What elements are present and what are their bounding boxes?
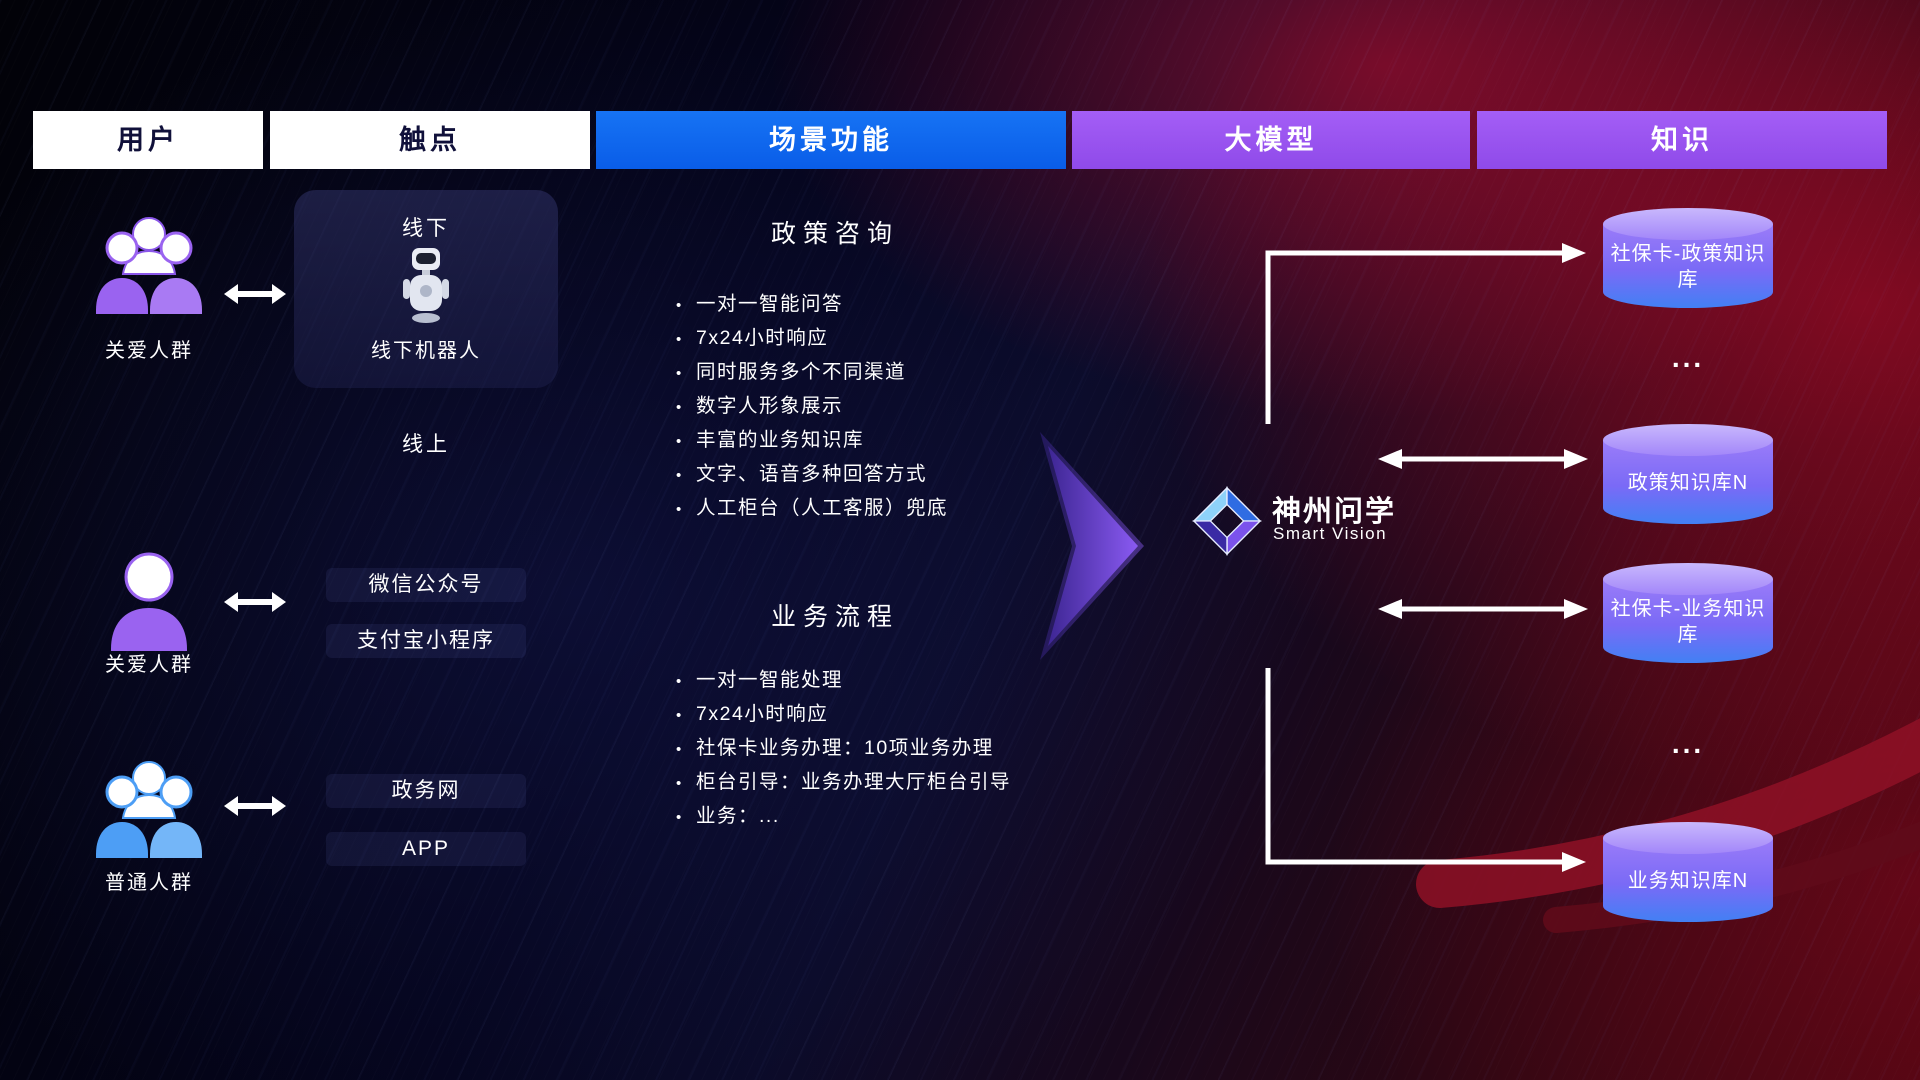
feature-item: 7x24小时响应 xyxy=(676,322,948,356)
user-group-icon xyxy=(96,217,202,314)
database-icon xyxy=(1603,563,1773,663)
feature-item: 社保卡业务办理：10项业务办理 xyxy=(676,732,1011,766)
user-single-icon xyxy=(111,552,187,651)
business-feature-list: 一对一智能处理 7x24小时响应 社保卡业务办理：10项业务办理 柜台引导：业务… xyxy=(676,664,1011,834)
model-subtitle: Smart Vision xyxy=(1273,524,1388,543)
knowledge-db-policy-sscard: 社保卡-政策知识库 xyxy=(1601,206,1775,310)
chevron-flow-arrow-icon xyxy=(1040,432,1144,660)
column-header-scenarios: 场景功能 xyxy=(596,111,1066,169)
database-icon xyxy=(1603,208,1773,308)
channel-app: APP xyxy=(326,832,526,866)
bidirectional-arrow-icon xyxy=(224,284,286,304)
user-group-icon xyxy=(96,761,202,858)
database-icon xyxy=(1603,822,1773,922)
column-header-model: 大模型 xyxy=(1072,111,1470,169)
channel-alipay: 支付宝小程序 xyxy=(326,624,526,658)
channel-wechat: 微信公众号 xyxy=(326,568,526,602)
knowledge-db-policy-n: 政策知识库N xyxy=(1601,422,1775,526)
business-section-title: 业务流程 xyxy=(770,603,899,631)
policy-feature-list: 一对一智能问答 7x24小时响应 同时服务多个不同渠道 数字人形象展示 丰富的业… xyxy=(676,288,948,526)
user-group-label: 普通人群 xyxy=(105,872,193,894)
column-header-touchpoints: 触点 xyxy=(270,111,590,169)
knowledge-db-business-n: 业务知识库N xyxy=(1601,820,1775,924)
column-header-users: 用户 xyxy=(33,111,263,169)
knowledge-db-label: 政策知识库N xyxy=(1627,472,1749,494)
model-name: 神州问学 xyxy=(1272,496,1397,528)
policy-section-title: 政策咨询 xyxy=(770,220,899,248)
knowledge-db-business-sscard: 社保卡-业务知识库 xyxy=(1601,561,1775,665)
offline-robot-label: 线下机器人 xyxy=(371,340,481,362)
column-header-knowledge: 知识 xyxy=(1477,111,1887,169)
feature-item: 一对一智能问答 xyxy=(676,288,948,322)
knowledge-db-label: 社保卡-政策知识库 xyxy=(1610,243,1766,291)
feature-item: 7x24小时响应 xyxy=(676,698,1011,732)
robot-icon xyxy=(403,248,449,323)
bidirectional-arrow-icon xyxy=(224,796,286,816)
database-icon xyxy=(1603,424,1773,524)
offline-title: 线下 xyxy=(402,217,450,240)
online-title: 线上 xyxy=(402,433,450,456)
feature-item: 一对一智能处理 xyxy=(676,664,1011,698)
feature-item: 文字、语音多种回答方式 xyxy=(676,458,948,492)
bidirectional-arrow-icon xyxy=(224,592,286,612)
channel-gov-web: 政务网 xyxy=(326,774,526,808)
feature-item: 丰富的业务知识库 xyxy=(676,424,948,458)
ellipsis-more: ... xyxy=(1671,728,1705,759)
knowledge-db-label: 业务知识库N xyxy=(1627,870,1749,892)
feature-item: 柜台引导：业务办理大厅柜台引导 xyxy=(676,766,1011,800)
feature-item: 人工柜台（人工客服）兜底 xyxy=(676,492,948,526)
feature-item: 业务：... xyxy=(676,800,1011,834)
user-group-label: 关爱人群 xyxy=(105,340,193,362)
knowledge-db-label: 社保卡-业务知识库 xyxy=(1610,598,1766,646)
feature-item: 数字人形象展示 xyxy=(676,390,948,424)
user-single-label: 关爱人群 xyxy=(105,654,193,676)
ellipsis-more: ... xyxy=(1671,342,1705,373)
model-logo-icon xyxy=(1192,486,1262,556)
feature-item: 同时服务多个不同渠道 xyxy=(676,356,948,390)
